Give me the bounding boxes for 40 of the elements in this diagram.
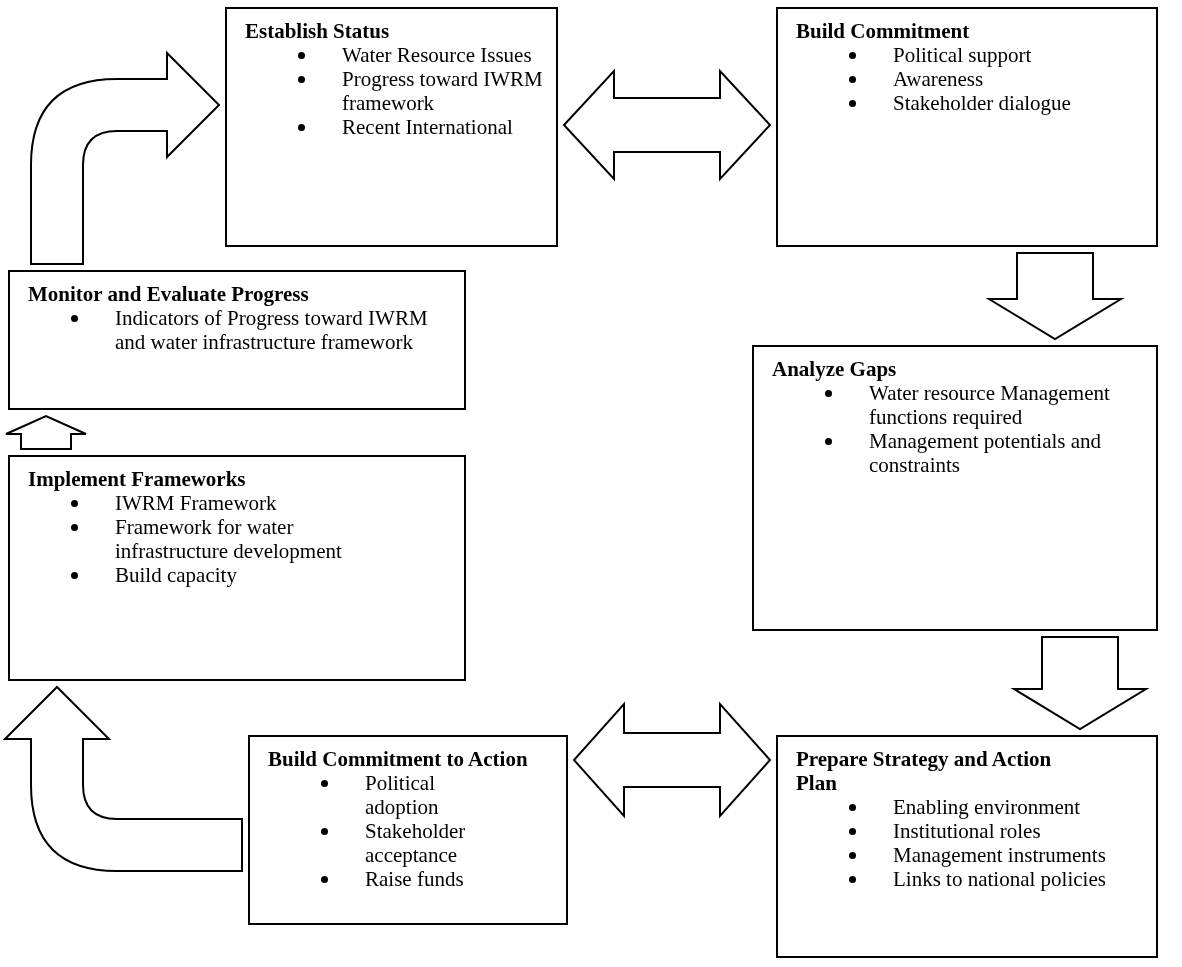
bullet-item: Stakeholder dialogue xyxy=(893,91,1072,115)
bullet-item: Management instruments xyxy=(893,843,1107,867)
block-arrow xyxy=(5,414,87,450)
bullet-item: Water Resource Issues xyxy=(342,43,533,67)
block-arrow xyxy=(562,68,772,182)
bullet-item: Institutional roles xyxy=(893,819,1042,843)
bullet-item: Stakeholder acceptance xyxy=(365,819,467,867)
bullet-item: Enabling environment xyxy=(893,795,1082,819)
block-arrow xyxy=(572,701,772,819)
step-heading: Establish Status xyxy=(245,19,391,43)
step-box xyxy=(776,735,1158,958)
step-box xyxy=(248,735,568,925)
step-box xyxy=(8,455,466,681)
block-arrow xyxy=(30,52,220,265)
bullet-item: Awareness xyxy=(893,67,985,91)
step-box xyxy=(776,7,1158,247)
bullet-item: Political adoption xyxy=(365,771,440,819)
step-box xyxy=(752,345,1158,631)
step-box xyxy=(8,270,466,410)
step-box xyxy=(225,7,558,247)
bullet-item: Water resource Management functions required xyxy=(869,381,1111,429)
bullet-item: Indicators of Progress toward IWRM and water infrastructure framework xyxy=(115,306,429,354)
bullet-item: Management potentials and constraints xyxy=(869,429,1103,477)
step-heading: Monitor and Evaluate Progress xyxy=(28,282,310,306)
step-heading: Build Commitment to Action xyxy=(268,747,529,771)
bullet-item: Links to national policies xyxy=(893,867,1107,891)
step-heading: Analyze Gaps xyxy=(772,357,898,381)
bullet-item: Framework for water infrastructure development xyxy=(115,515,343,563)
bullet-item: Recent International xyxy=(342,115,514,139)
bullet-item: Progress toward IWRM framework xyxy=(342,67,544,115)
bullet-item: Political support xyxy=(893,43,1033,67)
block-arrow xyxy=(1010,636,1150,731)
bullet-item: IWRM Framework xyxy=(115,491,278,515)
step-heading: Implement Frameworks xyxy=(28,467,247,491)
bullet-item: Build capacity xyxy=(115,563,238,587)
block-arrow xyxy=(4,686,243,872)
bullet-item: Raise funds xyxy=(365,867,465,891)
step-heading: Build Commitment xyxy=(796,19,971,43)
block-arrow xyxy=(985,252,1125,341)
step-heading: Prepare Strategy and Action Plan xyxy=(796,747,1053,795)
